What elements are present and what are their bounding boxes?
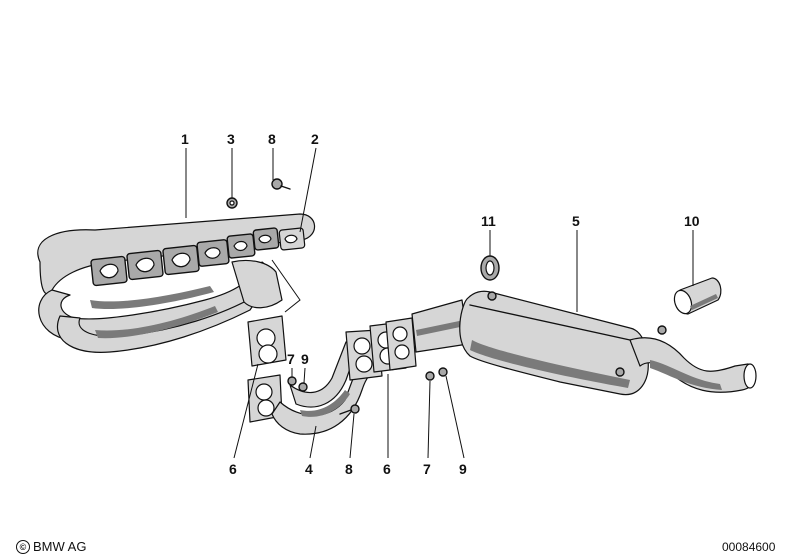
callout-7: 7 bbox=[287, 351, 295, 367]
callout-labels: 1 3 8 2 11 5 10 7 9 6 4 8 6 7 9 bbox=[181, 131, 700, 477]
tail-trim-10 bbox=[673, 277, 722, 315]
bolt-8-lower bbox=[339, 404, 360, 415]
rear-muffler bbox=[459, 290, 757, 396]
flange-gasket-6-left bbox=[247, 315, 287, 423]
callout-10: 10 bbox=[684, 213, 700, 229]
callout-9: 9 bbox=[459, 461, 467, 477]
callout-6: 6 bbox=[229, 461, 237, 477]
copyright-icon: © bbox=[16, 539, 30, 554]
callout-6: 6 bbox=[383, 461, 391, 477]
brand-name: BMW AG bbox=[33, 539, 87, 554]
manifold-port-flanges bbox=[90, 227, 280, 287]
nut-7-right bbox=[425, 371, 435, 381]
callout-5: 5 bbox=[572, 213, 580, 229]
bolt-8-top bbox=[271, 178, 291, 190]
intermediate-flange bbox=[385, 317, 417, 371]
callout-11: 11 bbox=[481, 213, 496, 229]
callout-8: 8 bbox=[268, 131, 276, 147]
washer-9-right bbox=[438, 367, 448, 377]
nut-7-left bbox=[287, 376, 297, 386]
washer-9-left bbox=[298, 382, 308, 392]
manifold-gasket bbox=[278, 227, 306, 251]
callout-8: 8 bbox=[345, 461, 353, 477]
document-number: 00084600 bbox=[722, 540, 776, 554]
callout-1: 1 bbox=[181, 131, 189, 147]
callout-9: 9 bbox=[301, 351, 309, 367]
callout-2: 2 bbox=[311, 131, 319, 147]
exhaust-manifold bbox=[37, 213, 316, 353]
callout-3: 3 bbox=[227, 131, 235, 147]
nut-3 bbox=[226, 197, 238, 209]
rubber-ring-11 bbox=[480, 255, 500, 281]
callout-7: 7 bbox=[423, 461, 431, 477]
copyright-notice: © BMW AG bbox=[16, 539, 86, 554]
leader-lines bbox=[185, 147, 694, 459]
callout-4: 4 bbox=[305, 461, 313, 477]
